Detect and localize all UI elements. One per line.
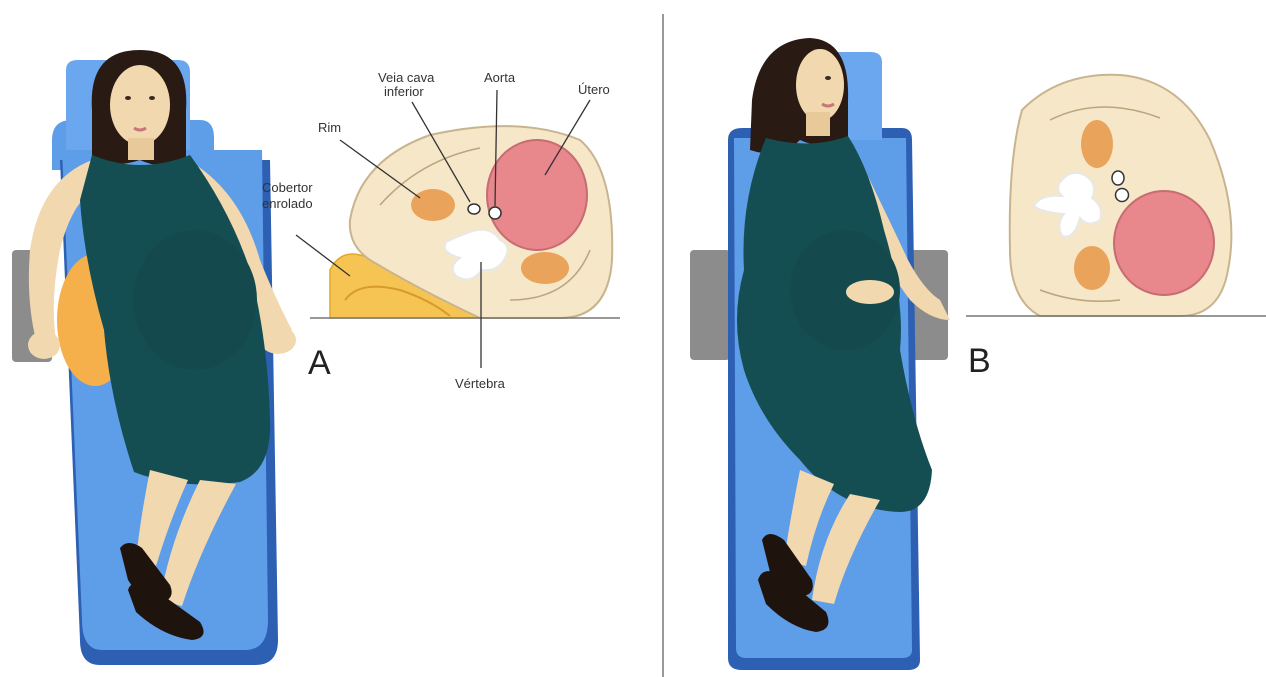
panel-b-woman-illustration	[690, 38, 950, 670]
aorta-a	[489, 207, 501, 219]
panel-a-woman-illustration	[12, 50, 296, 665]
label-utero: Útero	[578, 82, 610, 97]
vena-cava-b	[1112, 171, 1124, 185]
kidney-top-b	[1081, 120, 1113, 168]
face-a	[110, 65, 170, 145]
label-vertebra: Vértebra	[455, 376, 506, 391]
panel-a-cross-section	[296, 90, 620, 368]
aorta-b	[1116, 189, 1129, 202]
uterus-a	[487, 140, 587, 250]
panel-b-cross-section	[966, 75, 1266, 316]
kidney-left-a	[411, 189, 455, 221]
kidney-bottom-b	[1074, 246, 1110, 290]
label-rim: Rim	[318, 120, 341, 135]
label-cobertor-1: Cobertor	[262, 180, 313, 195]
label-veia-cava-2: inferior	[384, 84, 424, 99]
label-aorta: Aorta	[484, 70, 516, 85]
panel-b-letter: B	[968, 342, 991, 380]
label-veia-cava-1: Veia cava	[378, 70, 435, 85]
armrest-left-b	[690, 250, 730, 360]
panel-a-letter: A	[308, 344, 331, 382]
kidney-right-a	[521, 252, 569, 284]
hand-b	[846, 280, 894, 304]
uterus-b	[1114, 191, 1214, 295]
face-b	[796, 49, 844, 121]
label-cobertor-2: enrolado	[262, 196, 313, 211]
vena-cava-a	[468, 204, 480, 214]
